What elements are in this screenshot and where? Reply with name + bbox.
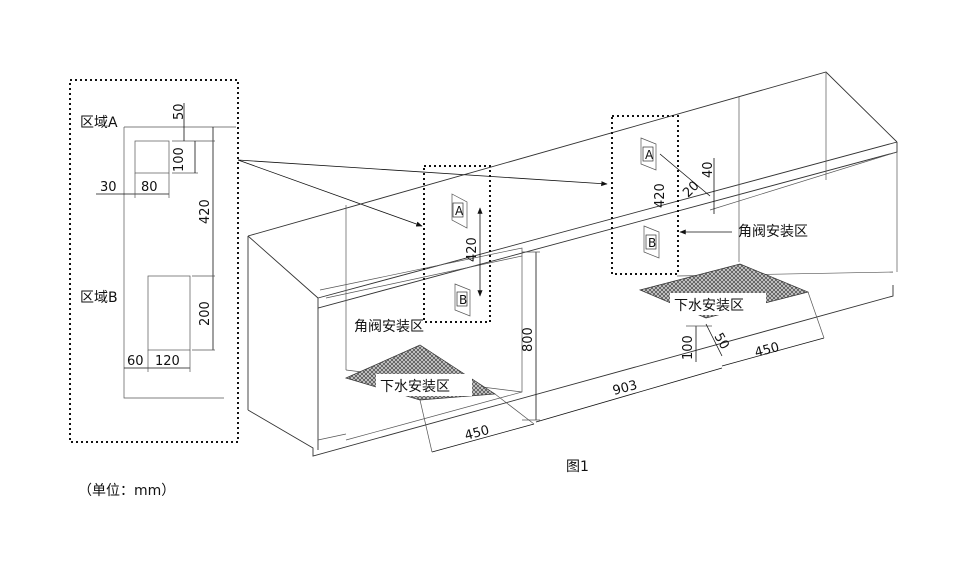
zone-b-box	[147, 275, 191, 351]
figure-label: 图1	[566, 459, 589, 475]
zone-b-label: 区域B	[80, 290, 118, 306]
dim-420-label: 420	[198, 199, 213, 224]
left-cabinet: 下水安装区 A B 420 角阀安装区 800 450	[344, 165, 540, 453]
connector-arrows	[237, 159, 608, 227]
dim-50-label: 50	[172, 103, 187, 120]
unit-note: （单位：mm）	[78, 483, 175, 499]
zone-a-label: 区域A	[80, 115, 118, 131]
right-valve-label: 角阀安装区	[738, 224, 808, 240]
left-valve-label: 角阀安装区	[354, 319, 424, 335]
detail-panel: 区域A 区域B 50 100 30 80 420 200 60 120	[69, 79, 239, 443]
left-mark-a: A	[455, 204, 464, 218]
right-cabinet: 下水安装区 A B 420 40 20 角阀安装区 100 50 450	[611, 115, 825, 367]
dim-30-label: 30	[100, 180, 117, 195]
dim-100-label: 100	[172, 147, 187, 172]
cabinet-body	[247, 71, 898, 457]
dim-120-label: 120	[155, 354, 180, 369]
left-mark-b: B	[459, 293, 467, 307]
right-mark-a: A	[645, 148, 654, 162]
right-dim-20: 20	[680, 179, 702, 201]
right-mark-b: B	[648, 236, 656, 250]
right-dim-420: 420	[653, 183, 668, 208]
right-dim-100: 100	[681, 335, 696, 360]
left-dim-450: 450	[463, 423, 491, 444]
dim-903: 903	[535, 367, 723, 423]
dim-80-label: 80	[141, 180, 158, 195]
zone-a-box	[134, 140, 170, 174]
right-dim-40: 40	[701, 161, 716, 178]
left-dim-420: 420	[465, 237, 480, 262]
dim-60-label: 60	[127, 354, 144, 369]
dim-903-label: 903	[611, 378, 639, 399]
left-dim-800: 800	[521, 327, 536, 352]
dim-200-label: 200	[198, 301, 213, 326]
right-drain-label: 下水安装区	[674, 298, 744, 314]
right-dim-450: 450	[753, 340, 781, 361]
left-valve-dotted-frame	[423, 165, 491, 323]
right-valve-dotted-frame	[611, 115, 679, 275]
left-drain-label: 下水安装区	[380, 379, 450, 395]
right-dim-50: 50	[711, 331, 732, 353]
